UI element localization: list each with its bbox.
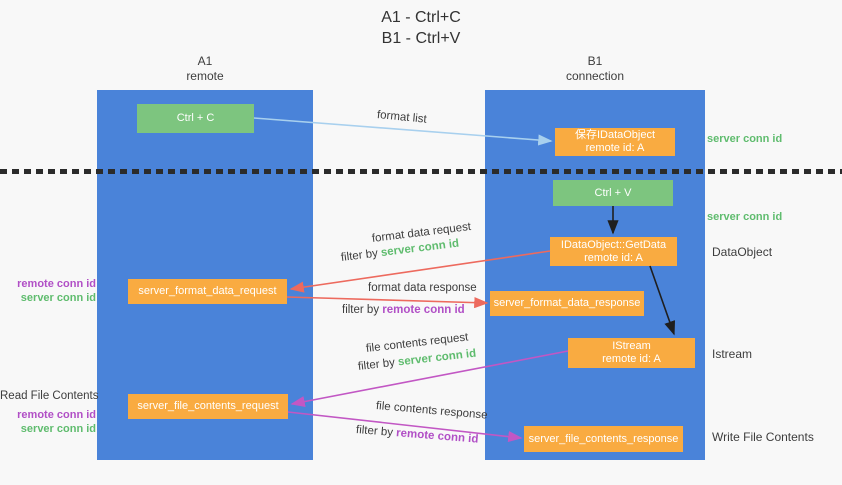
- file-contents-response-filter: filter by remote conn id: [356, 424, 479, 446]
- ctrl-c-label: Ctrl + C: [176, 112, 215, 124]
- ctrl-c-box: Ctrl + C: [137, 104, 254, 133]
- ctrl-v-label: Ctrl + V: [594, 186, 632, 199]
- istream-box: IStream remote id: A: [568, 338, 695, 368]
- lane-b1-header: B1 connection: [485, 54, 705, 84]
- diagram-title: A1 - Ctrl+C B1 - Ctrl+V: [0, 7, 842, 49]
- format-request-label: server_format_data_request: [138, 285, 277, 297]
- istream-label: Istream: [712, 347, 753, 361]
- save-idataobject-line2: remote id: A: [585, 142, 645, 154]
- title-line-1: A1 - Ctrl+C: [381, 9, 461, 26]
- read-file-contents-label: Read File Contents: [0, 390, 99, 402]
- title-line-2: B1 - Ctrl+V: [381, 30, 461, 47]
- format-list-label: format list: [376, 109, 428, 126]
- save-idataobject-line1: 保存IDataObject: [574, 129, 656, 141]
- getdata-line2: remote id: A: [584, 251, 643, 264]
- server-conn-id-text: server conn id: [397, 347, 477, 369]
- left-conn-ids-top: remote conn id server conn id: [8, 277, 96, 305]
- write-file-contents-label: Write File Contents: [712, 430, 814, 444]
- filter-by-text: filter by: [357, 356, 399, 373]
- dotted-divider: [0, 169, 842, 174]
- dataobject-label: DataObject: [712, 245, 773, 259]
- ctrl-v-box: Ctrl + V: [553, 180, 673, 206]
- server-conn-id-label-mid: server conn id: [707, 211, 783, 223]
- server-conn-id-label: server conn id: [20, 292, 96, 304]
- format-response-arrow: [286, 296, 489, 309]
- format-data-response-filter: filter by remote conn id: [342, 304, 465, 316]
- format-request-box: server_format_data_request: [128, 279, 287, 304]
- save-idataobject-box: 保存IDataObject remote id: A: [555, 128, 675, 156]
- format-response-label: server_format_data_response: [493, 297, 641, 309]
- file-contents-response-label: file contents response: [375, 400, 488, 422]
- filter-by-text: filter by: [355, 424, 397, 440]
- left-conn-ids-bottom: remote conn id server conn id: [8, 408, 96, 436]
- remote-conn-id-label: remote conn id: [17, 409, 96, 421]
- lane-a1-header: A1 remote: [97, 54, 313, 84]
- istream-line1: IStream: [612, 340, 651, 352]
- remote-conn-id-label: remote conn id: [17, 278, 96, 290]
- file-response-label: server_file_contents_response: [528, 432, 679, 445]
- lane-b1-name: B1: [587, 54, 603, 68]
- file-response-box: server_file_contents_response: [524, 426, 683, 452]
- filter-by-text: filter by: [340, 247, 382, 264]
- server-conn-id-label-top: server conn id: [707, 133, 783, 145]
- file-request-box: server_file_contents_request: [128, 394, 288, 419]
- filter-by-text: filter by: [342, 304, 383, 316]
- istream-line2: remote id: A: [602, 353, 661, 365]
- lane-a1-name: A1: [197, 54, 213, 68]
- file-request-label: server_file_contents_request: [137, 400, 279, 412]
- format-data-response-label: format data response: [368, 282, 477, 294]
- lane-a1-subtitle: remote: [186, 69, 224, 83]
- remote-conn-id-text: remote conn id: [395, 427, 479, 446]
- server-conn-id-label: server conn id: [20, 423, 96, 435]
- getdata-box: IDataObject::GetData remote id: A: [550, 237, 677, 266]
- lane-b1-subtitle: connection: [565, 69, 625, 83]
- format-response-box: server_format_data_response: [490, 291, 644, 316]
- remote-conn-id-text: remote conn id: [382, 304, 465, 316]
- getdata-line1: IDataObject::GetData: [560, 238, 667, 251]
